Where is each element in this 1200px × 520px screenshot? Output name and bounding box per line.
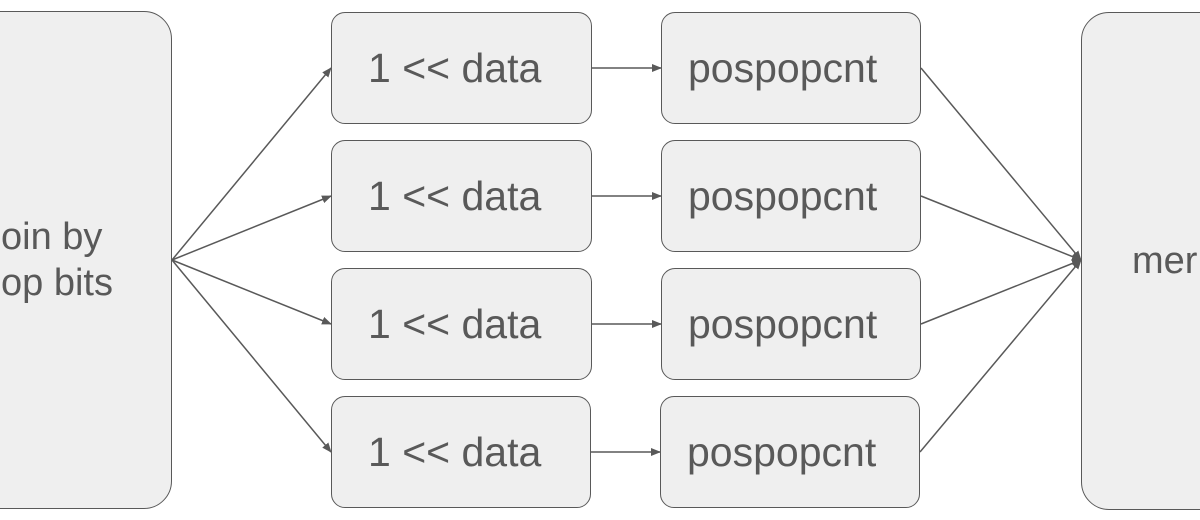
pospopcnt-node-label: pospopcnt	[687, 428, 877, 475]
shift-node-label: 1 << data	[368, 428, 542, 475]
pospopcnt-node-2: pospopcnt	[661, 140, 921, 252]
edge-count-to-merge-1	[920, 67, 1082, 261]
shift-node-2: 1 << data	[331, 140, 592, 252]
merge-node-label: mer	[1132, 240, 1198, 282]
split-node-label-line-2: op bits	[1, 262, 113, 304]
split-node-label-line-1: oin by	[1, 216, 103, 258]
split-node: oin by op bits	[0, 11, 172, 509]
pospopcnt-node-1: pospopcnt	[661, 12, 921, 124]
edge-split-to-shift-4	[171, 259, 332, 453]
edge-count-to-merge-2	[920, 195, 1082, 261]
shift-node-label: 1 << data	[368, 172, 542, 219]
pospopcnt-node-label: pospopcnt	[688, 172, 878, 219]
shift-node-label: 1 << data	[368, 44, 542, 91]
shift-node-1: 1 << data	[331, 12, 592, 124]
merge-node: mer	[1081, 12, 1200, 510]
pospopcnt-node-label: pospopcnt	[688, 44, 878, 91]
edge-split-to-shift-1	[171, 67, 332, 261]
shift-node-label: 1 << data	[368, 300, 542, 347]
edge-split-to-shift-3	[171, 259, 332, 325]
shift-node-3: 1 << data	[331, 268, 592, 380]
pospopcnt-node-3: pospopcnt	[661, 268, 921, 380]
pospopcnt-node-4: pospopcnt	[660, 396, 920, 508]
edge-count-to-merge-4	[919, 259, 1082, 453]
shift-node-4: 1 << data	[331, 396, 591, 508]
edge-count-to-merge-3	[920, 259, 1082, 325]
pospopcnt-node-label: pospopcnt	[688, 300, 878, 347]
edge-split-to-shift-2	[171, 195, 332, 261]
